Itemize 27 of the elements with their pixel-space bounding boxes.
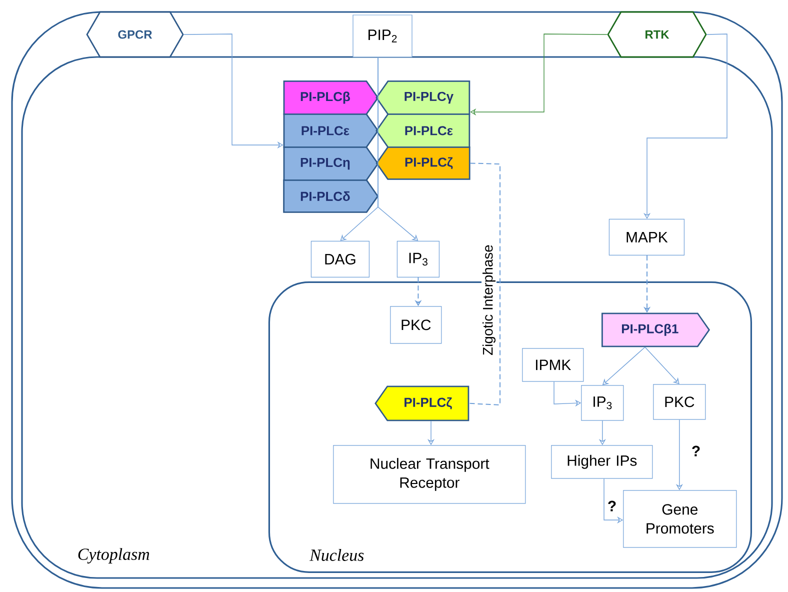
enzyme-tag: PI-PLCγ [376,80,470,115]
molecule-box: MAPK [608,218,684,256]
edge-label: ? [690,444,702,458]
molecule-box: IP$_{3}$ [396,240,440,278]
enzyme-tag: PI-PLCη [283,146,379,181]
enzyme-tag: PI-PLCβ1 [601,312,710,348]
enzyme-tag: PI-PLCζ [376,146,470,180]
molecule-box: Gene Promoters [623,490,737,548]
molecule-box: IPMK [522,348,584,382]
molecule-box: IP$_{3}$ [581,385,624,421]
enzyme-tag: PI-PLCε [376,114,470,148]
enzyme-tag: PI-PLCβ [283,80,379,115]
edge-label: ? [606,500,618,512]
molecule-box: PIP$_{2}$ [352,14,412,58]
arrow [378,56,418,241]
receptor-hexagon: RTK [607,11,707,58]
enzyme-tag: PI-PLCδ [283,180,379,213]
molecule-box: PKC [653,384,706,420]
edge-label: Zigotic Interphase [482,244,496,356]
molecule-box: DAG [310,240,370,278]
enzyme-tag: PI-PLCε [283,114,379,148]
molecule-box: Higher IPs [551,445,653,479]
molecule-box: Nuclear Transport Receptor [333,445,526,504]
receptor-hexagon: GPCR [86,11,184,58]
molecule-box: PKC [390,306,442,344]
arrow [470,34,608,116]
enzyme-tag: PI-PLCζ [374,386,470,422]
